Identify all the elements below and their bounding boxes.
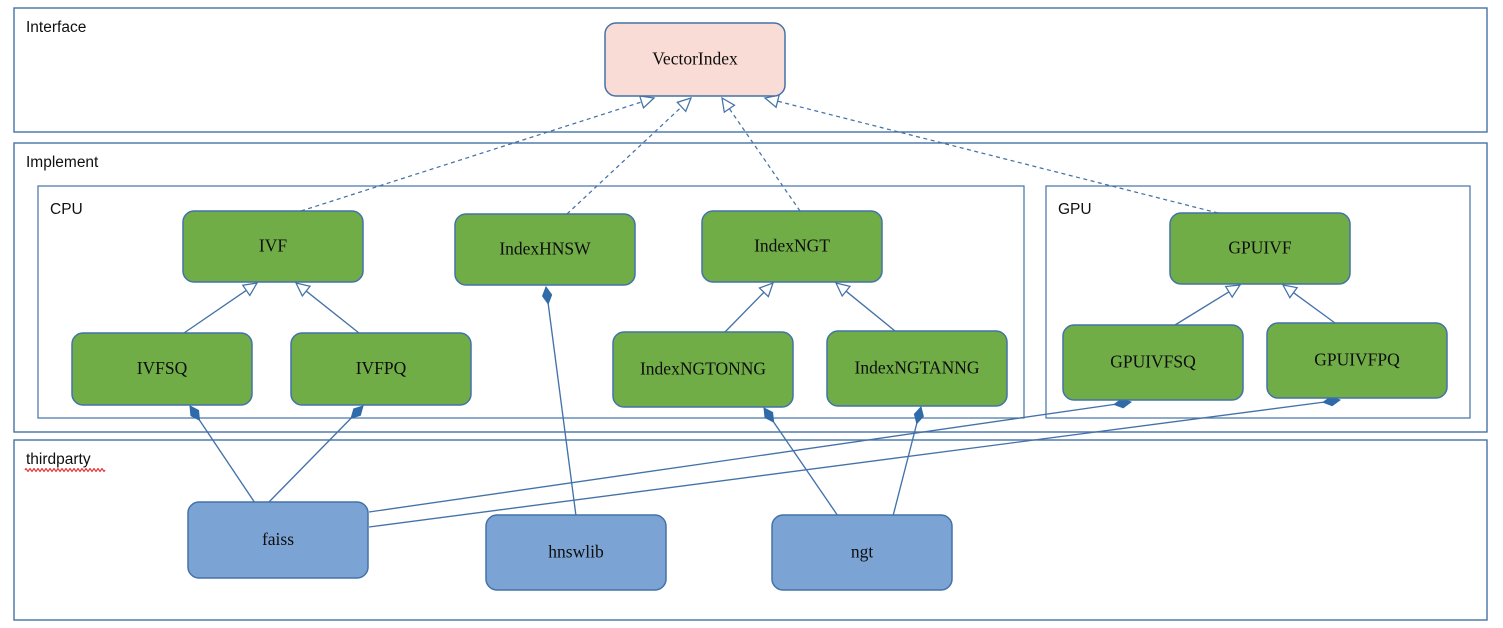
realization-indexngt-to-vectorindex-line (728, 107, 801, 212)
subcontainer-label-gpu: GPU (1058, 201, 1092, 218)
generalization-gpuivfpq-to-gpuivf-line (1292, 291, 1336, 324)
node-box-faiss[interactable] (187, 501, 369, 579)
composition-indexngtonng-to-ngt-line (763, 407, 839, 517)
composition-gpuivfsq-to-faiss-line (368, 401, 1132, 513)
node-faiss[interactable]: faiss (187, 501, 369, 579)
composition-indexngtanng-to-ngt (892, 405, 924, 517)
composition-ivfpq-to-faiss-line (267, 405, 364, 504)
composition-indexhnsw-to-hnswlib-line (545, 286, 577, 517)
node-label-ivfpq: IVFPQ (356, 358, 407, 378)
node-label-indexngtonng: IndexNGTONNG (640, 359, 766, 379)
node-ivfsq[interactable]: IVFSQ (71, 332, 253, 406)
realization-ivf-to-vectorindex-arrowhead (638, 95, 656, 110)
node-box-gpuivfsq[interactable] (1062, 324, 1244, 401)
generalization-ivfpq-to-ivf-arrowhead (294, 282, 312, 298)
node-indexngtonng[interactable]: IndexNGTONNG (612, 331, 794, 408)
node-indexngt[interactable]: IndexNGT (701, 210, 883, 283)
node-indexngtanng[interactable]: IndexNGTANNG (826, 330, 1008, 407)
node-indexhnsw[interactable]: IndexHNSW (454, 213, 636, 286)
generalization-ivfsq-to-ivf (183, 282, 259, 334)
composition-ivfpq-to-faiss-diamond (350, 405, 364, 419)
generalization-ivfsq-to-ivf-arrowhead (241, 282, 259, 297)
node-box-ivfpq[interactable] (290, 332, 472, 406)
node-label-hnswlib: hnswlib (548, 542, 604, 562)
container-label-interface: Interface (26, 19, 86, 36)
realization-indexhnsw-to-vectorindex-line (566, 105, 683, 215)
node-box-indexngtanng[interactable] (826, 330, 1008, 407)
realization-indexngt-to-vectorindex (721, 96, 801, 212)
composition-indexhnsw-to-hnswlib (541, 285, 577, 517)
node-label-ivfsq: IVFSQ (137, 358, 188, 378)
generalization-indexngtonng-to-indexngt (724, 281, 775, 333)
node-label-vectorindex: VectorIndex (652, 49, 738, 69)
generalization-indexngtonng-to-indexngt-arrowhead (758, 281, 775, 298)
node-label-indexngtanng: IndexNGTANNG (855, 358, 980, 378)
composition-indexhnsw-to-hnswlib-diamond (541, 285, 553, 305)
node-gpuivf[interactable]: GPUIVF (1169, 212, 1351, 285)
composition-ivfsq-to-faiss-diamond (189, 405, 201, 421)
node-ngt[interactable]: ngt (771, 514, 953, 591)
generalization-gpuivfsq-to-gpuivf-line (1174, 290, 1231, 326)
node-vectorindex[interactable]: VectorIndex (604, 22, 786, 97)
composition-gpuivfpq-to-faiss-line (368, 399, 1341, 528)
node-label-gpuivfpq: GPUIVFPQ (1314, 350, 1400, 370)
node-box-hnswlib[interactable] (485, 514, 667, 591)
generalization-ivfpq-to-ivf-line (304, 289, 360, 334)
composition-indexngtanng-to-ngt-diamond (913, 405, 924, 425)
generalization-gpuivfpq-to-gpuivf-arrowhead (1281, 284, 1299, 299)
generalization-gpuivfsq-to-gpuivf (1174, 284, 1242, 326)
node-box-ivfsq[interactable] (71, 332, 253, 406)
realization-gpuivf-to-vectorindex-line (776, 100, 1219, 214)
generalization-gpuivfpq-to-gpuivf (1281, 284, 1336, 324)
container-label-thirdparty: thirdparty (26, 451, 91, 468)
node-box-ngt[interactable] (771, 514, 953, 591)
node-label-indexhnsw: IndexHNSW (499, 239, 591, 259)
realization-ivf-to-vectorindex (300, 95, 656, 212)
node-label-ngt: ngt (851, 542, 874, 562)
node-gpuivfpq[interactable]: GPUIVFPQ (1266, 322, 1448, 399)
realization-indexngt-to-vectorindex-arrowhead (721, 96, 736, 114)
node-box-indexngt[interactable] (701, 210, 883, 283)
node-ivf[interactable]: IVF (182, 210, 364, 283)
node-ivfpq[interactable]: IVFPQ (290, 332, 472, 406)
generalization-gpuivfsq-to-gpuivf-arrowhead (1224, 284, 1242, 299)
node-hnswlib[interactable]: hnswlib (485, 514, 667, 591)
connector-layer (183, 94, 1342, 528)
composition-ivfpq-to-faiss (267, 405, 364, 504)
subcontainer-label-cpu: CPU (50, 201, 83, 218)
realization-indexhnsw-to-vectorindex-arrowhead (676, 97, 693, 113)
composition-indexngtonng-to-ngt-diamond (763, 407, 775, 423)
container-label-implement: Implement (26, 154, 99, 171)
generalization-ivfpq-to-ivf (294, 282, 360, 334)
node-box-gpuivfpq[interactable] (1266, 322, 1448, 399)
node-box-vectorindex[interactable] (604, 22, 786, 97)
composition-indexngtonng-to-ngt (763, 407, 839, 517)
composition-ivfsq-to-faiss (189, 405, 256, 504)
node-gpuivfsq[interactable]: GPUIVFSQ (1062, 324, 1244, 401)
generalization-indexngtanng-to-indexngt-line (844, 290, 896, 332)
node-label-ivf: IVF (259, 236, 287, 256)
node-box-ivf[interactable] (182, 210, 364, 283)
spellcheck-underline (24, 468, 106, 472)
generalization-indexngtanng-to-indexngt (834, 282, 896, 332)
generalization-indexngtanng-to-indexngt-arrowhead (834, 282, 852, 298)
composition-indexngtanng-to-ngt-line (892, 406, 922, 517)
node-label-indexngt: IndexNGT (754, 236, 830, 256)
composition-ivfsq-to-faiss-line (189, 405, 256, 504)
generalization-ivfsq-to-ivf-line (183, 289, 248, 334)
node-box-indexhnsw[interactable] (454, 213, 636, 286)
node-box-gpuivf[interactable] (1169, 212, 1351, 285)
node-label-gpuivf: GPUIVF (1228, 238, 1291, 258)
generalization-indexngtonng-to-indexngt-line (724, 291, 766, 333)
node-label-faiss: faiss (262, 529, 294, 549)
realization-indexhnsw-to-vectorindex (566, 97, 693, 215)
node-label-gpuivfsq: GPUIVFSQ (1110, 352, 1196, 372)
node-box-indexngtonng[interactable] (612, 331, 794, 408)
